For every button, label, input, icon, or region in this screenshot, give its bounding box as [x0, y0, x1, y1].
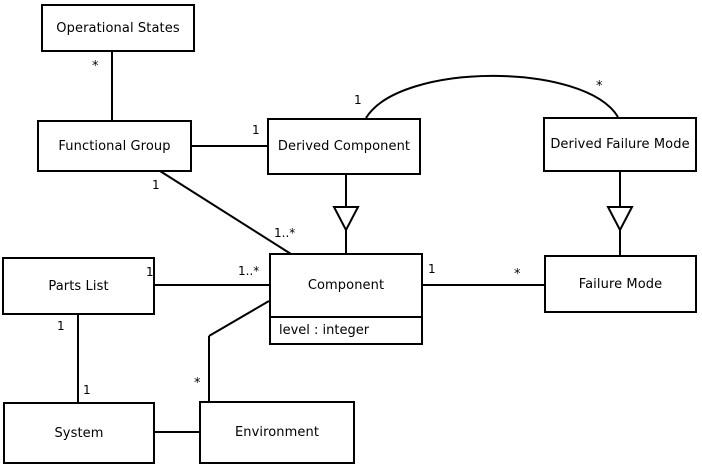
edge-funcgroup-component	[159, 170, 292, 255]
multiplicity-funcgroup-component: 1	[152, 178, 160, 192]
generalization-arrow-derivedcomponent	[332, 206, 360, 233]
class-failure-mode[interactable]: Failure Mode	[544, 255, 697, 313]
class-system-name: System	[54, 425, 104, 441]
multiplicity-component-from-funcgroup: 1..*	[274, 226, 296, 240]
multiplicity-partslist-system-bottom: 1	[83, 383, 91, 397]
class-system[interactable]: System	[3, 402, 155, 464]
class-functional-group[interactable]: Functional Group	[37, 120, 192, 172]
multiplicity-funcgroup-derivedcomponent: 1	[252, 123, 260, 137]
class-parts-list[interactable]: Parts List	[2, 257, 155, 315]
class-failure-mode-name: Failure Mode	[578, 276, 663, 292]
class-derived-failure-mode-name: Derived Failure Mode	[550, 137, 690, 152]
multiplicity-derivedfailuremode-arc: *	[596, 79, 603, 94]
class-derived-component[interactable]: Derived Component	[267, 118, 421, 175]
edge-derivedcomponent-derivedfailuremode-arc	[365, 74, 619, 119]
multiplicity-component-to-failuremode: 1	[428, 262, 436, 276]
class-component[interactable]: Component level : integer	[269, 253, 423, 345]
class-derived-failure-mode[interactable]: Derived Failure Mode	[543, 117, 697, 172]
multiplicity-partslist-system-top: 1	[57, 319, 65, 333]
class-derived-component-name: Derived Component	[277, 139, 411, 154]
multiplicity-failuremode-left: *	[514, 267, 521, 282]
multiplicity-derivedcomponent-arc: 1	[354, 93, 362, 107]
class-operational-states-name: Operational States	[56, 20, 180, 36]
class-component-attribute-level: level : integer	[271, 316, 421, 343]
multiplicity-opstates-funcgroup: *	[92, 59, 99, 74]
edge-environment-component-diagonal	[208, 300, 270, 337]
class-parts-list-name: Parts List	[48, 278, 109, 294]
class-environment-name: Environment	[234, 425, 320, 440]
class-environment[interactable]: Environment	[199, 401, 355, 464]
multiplicity-partslist-right: 1	[146, 265, 154, 279]
multiplicity-environment-component: *	[194, 376, 201, 391]
multiplicity-component-from-partslist: 1..*	[238, 264, 260, 278]
class-operational-states[interactable]: Operational States	[41, 4, 195, 52]
generalization-arrow-derivedfailuremode	[606, 206, 634, 233]
class-component-name: Component	[307, 278, 385, 293]
class-functional-group-name: Functional Group	[58, 138, 171, 154]
